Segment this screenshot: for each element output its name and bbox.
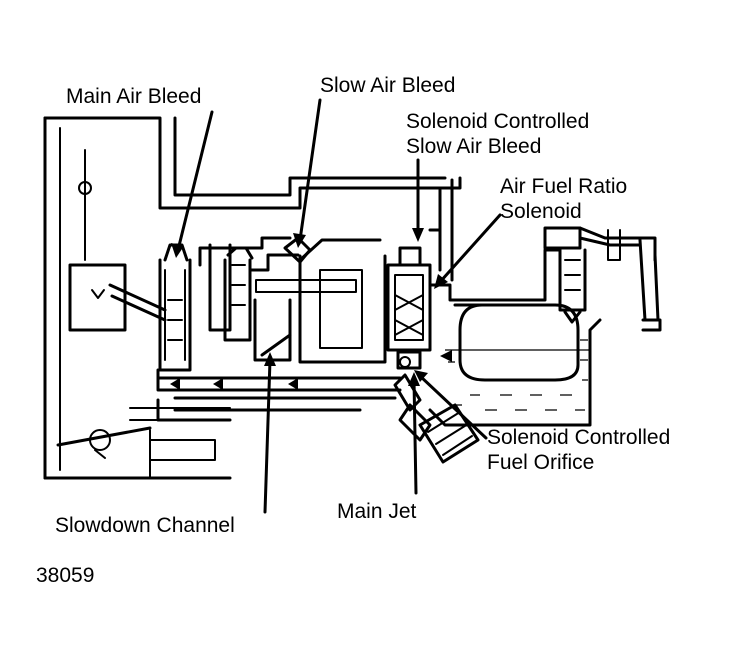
float-bowl <box>428 248 602 427</box>
fuel-channel <box>156 368 402 392</box>
upper-passages <box>198 236 382 293</box>
label-slowdown-channel: Slowdown Channel <box>55 514 235 537</box>
figure-number: 38059 <box>36 564 95 587</box>
leader-slowdown-channel <box>263 352 276 514</box>
slowdown-channel-block <box>253 254 387 364</box>
label-air-fuel-ratio-2: Solenoid <box>500 200 582 223</box>
carburetor-body-left <box>43 116 462 480</box>
solenoid-air-bleed-passage <box>428 178 454 282</box>
label-solenoid-fuel-orifice-2: Fuel Orifice <box>487 451 595 474</box>
leader-fuel-orifice <box>414 370 488 440</box>
leader-slow-air-bleed <box>293 98 322 248</box>
label-slow-air-bleed: Slow Air Bleed <box>320 74 456 97</box>
leader-main-jet <box>408 372 420 495</box>
throttle-shaft <box>56 426 152 459</box>
slow-jet <box>208 243 254 342</box>
choke-plate <box>78 149 92 261</box>
air-fuel-ratio-solenoid <box>386 246 452 370</box>
label-main-air-bleed: Main Air Bleed <box>66 85 202 108</box>
label-solenoid-slow-air-bleed-1: Solenoid Controlled <box>406 110 590 133</box>
needle-valve <box>543 226 662 332</box>
label-solenoid-fuel-orifice-1: Solenoid Controlled <box>487 426 671 449</box>
leader-solenoid-slow-air-bleed <box>412 158 424 242</box>
leader-air-fuel-ratio <box>434 213 502 289</box>
label-air-fuel-ratio-1: Air Fuel Ratio <box>500 175 628 198</box>
label-solenoid-slow-air-bleed-2: Slow Air Bleed <box>406 135 542 158</box>
label-main-jet: Main Jet <box>337 500 417 523</box>
main-well <box>158 243 192 372</box>
leader-main-air-bleed <box>171 110 214 258</box>
throttle-window <box>68 263 167 332</box>
